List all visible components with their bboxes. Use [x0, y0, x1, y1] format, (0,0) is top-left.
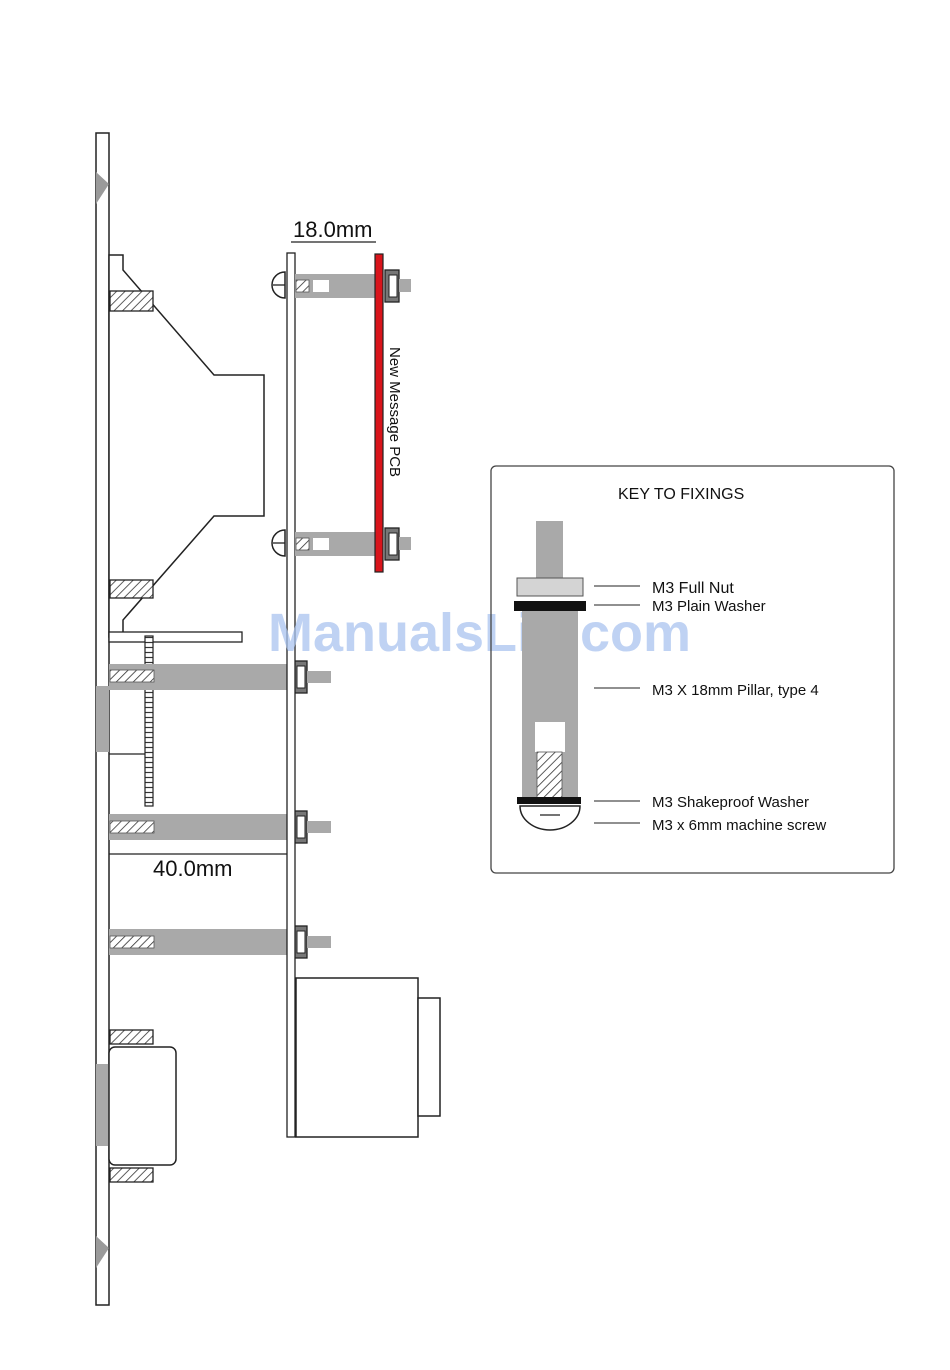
pillar-40-row2	[109, 811, 331, 843]
dimension-40mm-label: 40.0mm	[153, 856, 232, 881]
watermark: ManualsLib.com	[268, 603, 691, 663]
pillar-40-row1	[109, 661, 331, 693]
key-plain-washer-label: M3 Plain Washer	[652, 598, 766, 615]
key-machine-screw-label: M3 x 6mm machine screw	[652, 817, 826, 834]
dimension-18mm-label: 18.0mm	[293, 217, 372, 242]
key-shakeproof-washer-label: M3 Shakeproof Washer	[652, 794, 809, 811]
relay-component	[296, 978, 440, 1137]
key-full-nut-label: M3 Full Nut	[652, 580, 734, 597]
key-pillar-label: M3 X 18mm Pillar, type 4	[652, 682, 819, 699]
front-panel	[96, 133, 109, 1305]
bracket	[109, 632, 242, 806]
new-message-pcb-label: New Message PCB	[386, 347, 403, 477]
dimension-18mm: 18.0mm	[291, 217, 376, 242]
key-title: KEY TO FIXINGS	[618, 486, 744, 503]
main-pcb	[287, 253, 295, 1137]
dimension-40mm: 40.0mm	[109, 854, 287, 881]
switch-component	[109, 1030, 176, 1182]
pillar-40-row3	[109, 926, 331, 958]
speaker	[109, 255, 264, 637]
key-to-fixings: KEY TO FIXINGS M3 Full Nut M3 Plain Wash…	[491, 466, 894, 873]
